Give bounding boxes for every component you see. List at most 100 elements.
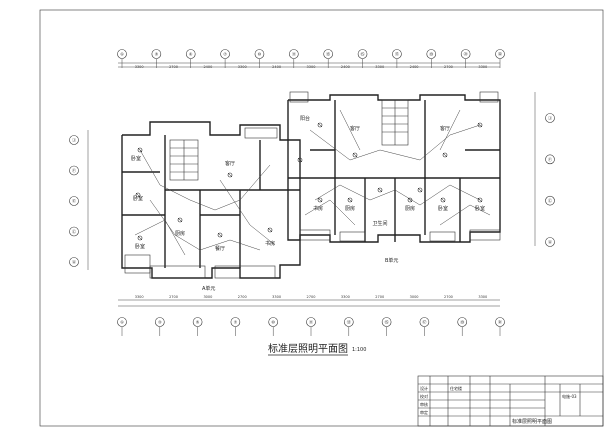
light-fixture-cross	[352, 152, 358, 158]
left-axis-label: Ⓕ	[72, 167, 76, 173]
left-axis-label: Ⓙ	[72, 137, 76, 143]
titleblock-sheet-number: 电施-03	[562, 393, 577, 399]
room-label-living-a: 客厅	[225, 160, 235, 167]
left-axis-circle	[69, 257, 79, 267]
bottom-dimension-value: 2700	[169, 295, 178, 299]
top-dimension-value: 3300	[238, 65, 247, 69]
light-fixture-cross	[477, 122, 483, 128]
top-dimension-value: 3300	[135, 65, 144, 69]
right-axis-circle	[545, 237, 555, 247]
light-fixture-icon	[440, 197, 446, 203]
top-axis-circle	[392, 49, 402, 59]
bottom-dimension-value: 3000	[203, 295, 212, 299]
light-fixture-icon	[477, 197, 483, 203]
room-label-balcony-b1: 阳台	[300, 115, 310, 122]
light-fixture-icon	[377, 187, 383, 193]
light-fixture-cross	[317, 122, 323, 128]
light-fixture-cross	[137, 147, 143, 153]
bottom-axis-circle	[495, 317, 505, 327]
bottom-axis-circle	[117, 317, 127, 327]
bottom-axis-label: ⑩	[271, 320, 275, 325]
top-axis-circle	[220, 49, 230, 59]
room-label-bedroom-b3: 卧室	[475, 205, 485, 212]
light-fixture-cross	[347, 197, 353, 203]
light-fixture-cross	[297, 157, 303, 163]
bottom-axis-label: ⑤	[196, 320, 200, 325]
light-fixture-icon	[217, 232, 223, 238]
room-label-study-a: 书房	[265, 240, 275, 247]
bottom-dimension-value: 2700	[375, 295, 384, 299]
bottom-dimension-value: 3300	[341, 295, 350, 299]
top-axis-label: ③	[155, 52, 159, 57]
room-label-kitchen-b1: 厨房	[345, 205, 355, 212]
top-axis-circle	[185, 49, 196, 59]
left-axis-label: Ⓐ	[72, 259, 76, 265]
top-dimension-value: 3300	[307, 65, 316, 69]
light-fixture-cross	[442, 152, 448, 158]
top-axis-label: ⑲	[429, 51, 433, 57]
room-label-kitchen-b2: 厨房	[405, 205, 415, 212]
sheet-border	[39, 9, 604, 427]
lighting-wiring	[134, 109, 491, 256]
light-fixture-cross	[477, 197, 483, 203]
top-axis-circle	[357, 49, 368, 59]
top-dimension-value: 2400	[410, 65, 419, 69]
bottom-axis-circle	[381, 317, 392, 327]
left-axis-markers: Ⓙ Ⓕ Ⓔ Ⓒ Ⓐ	[69, 135, 79, 267]
light-fixture-icon	[297, 157, 303, 163]
light-fixture-cross	[267, 227, 273, 233]
top-dimension-value: 3300	[478, 65, 487, 69]
light-fixture-icon	[135, 192, 141, 198]
light-fixture-icon	[137, 147, 143, 153]
bottom-axis-circle	[343, 317, 354, 327]
room-label-bedroom-a1: 卧室	[131, 155, 141, 162]
light-fixture-icon	[407, 197, 413, 203]
room-label-toilet-b1: 卫生间	[372, 220, 387, 227]
unit-a-walls	[121, 121, 301, 279]
bottom-dimension-value: 3300	[135, 295, 144, 299]
top-axis-circle	[289, 49, 299, 59]
left-axis-label: Ⓒ	[72, 228, 76, 234]
top-dimension-value: 2400	[203, 65, 212, 69]
bottom-axis-circle	[457, 317, 468, 327]
top-dimension-value: 2400	[341, 65, 350, 69]
left-axis-circle	[69, 135, 79, 145]
top-axis-label: ㉑	[464, 51, 468, 57]
bottom-axis-label: ⑲	[460, 319, 464, 325]
titleblock-row-4: 审定	[420, 409, 428, 415]
light-fixture-icon	[442, 152, 448, 158]
light-fixture-cross	[177, 217, 183, 223]
light-fixture-icon	[317, 197, 323, 203]
left-axis-label: Ⓔ	[72, 198, 76, 204]
left-axis-circle	[69, 226, 79, 237]
top-axis-label: ⑦	[223, 52, 227, 57]
light-fixture-icon	[177, 217, 183, 223]
light-fixture-cross	[317, 197, 323, 203]
titleblock-project: 住宅楼	[450, 385, 462, 391]
bottom-axis-circle	[268, 317, 279, 327]
top-axis-circle	[254, 49, 265, 59]
light-fixture-icon	[137, 235, 143, 241]
room-label-living-b1: 客厅	[350, 125, 360, 132]
titleblock-row-3: 审核	[420, 401, 428, 407]
bottom-dimension-value: 2700	[444, 295, 453, 299]
bottom-dimension-value: 3000	[410, 295, 419, 299]
top-axis-label: ⑩	[258, 52, 262, 57]
bottom-axis-circle	[419, 317, 430, 327]
bottom-axis-label: ㉑	[498, 319, 502, 325]
left-axis-circle	[69, 165, 79, 176]
top-axis-label: ㉒	[498, 51, 502, 57]
bottom-axis-circle	[155, 317, 165, 327]
top-axis-circle	[495, 49, 505, 59]
bottom-axis-label: ①	[120, 320, 124, 325]
right-axis-label: Ⓕ	[548, 156, 552, 162]
top-axis-label: ⑪	[292, 51, 296, 57]
right-axis-label: Ⓙ	[548, 115, 552, 121]
top-axis-label: ①	[120, 52, 124, 57]
